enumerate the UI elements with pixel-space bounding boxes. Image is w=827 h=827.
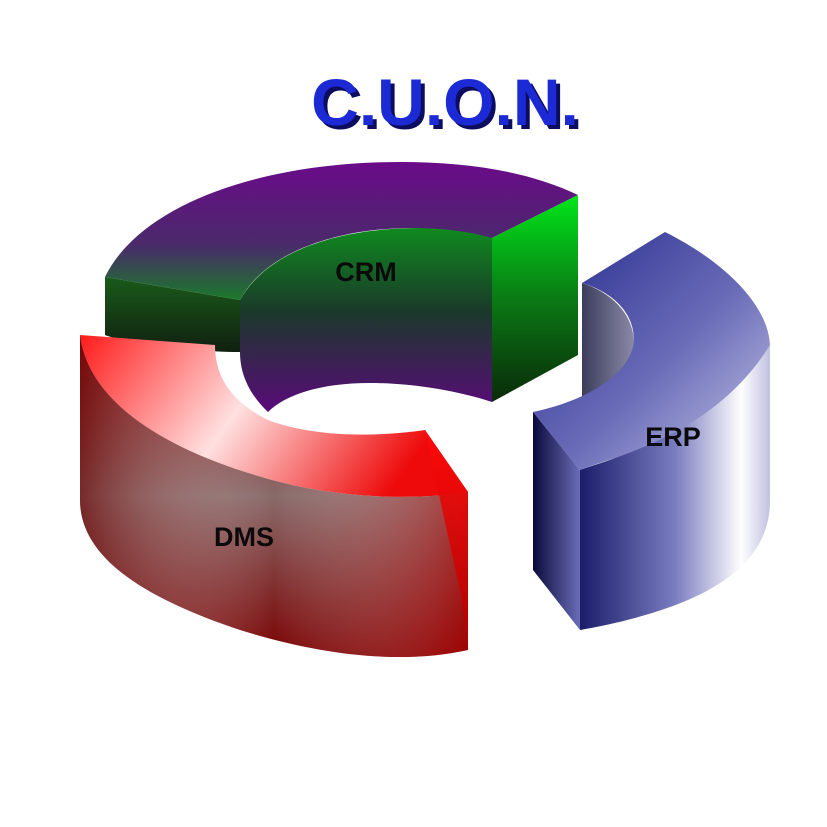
- erp-end-cap: [533, 412, 580, 630]
- crm-end-cap: [492, 195, 578, 402]
- diagram-title: C.U.O.N.: [311, 65, 579, 139]
- crm-top-surface: [105, 162, 578, 300]
- segment-crm: CRM: [105, 162, 578, 412]
- dms-top-surface: [80, 335, 468, 497]
- erp-outer-wall: [580, 345, 770, 630]
- segment-erp: ERP: [533, 232, 770, 630]
- segment-label-erp: ERP: [645, 422, 701, 452]
- crm-inner-wall: [240, 228, 492, 412]
- segment-label-crm: CRM: [335, 257, 397, 287]
- segment-dms: DMS: [80, 335, 468, 658]
- crm-outer-wall: [105, 277, 240, 352]
- erp-inner-wall: [570, 283, 634, 410]
- dms-end-cap: [425, 430, 468, 650]
- segment-label-dms: DMS: [214, 522, 274, 552]
- dms-outer-shading: [80, 335, 468, 658]
